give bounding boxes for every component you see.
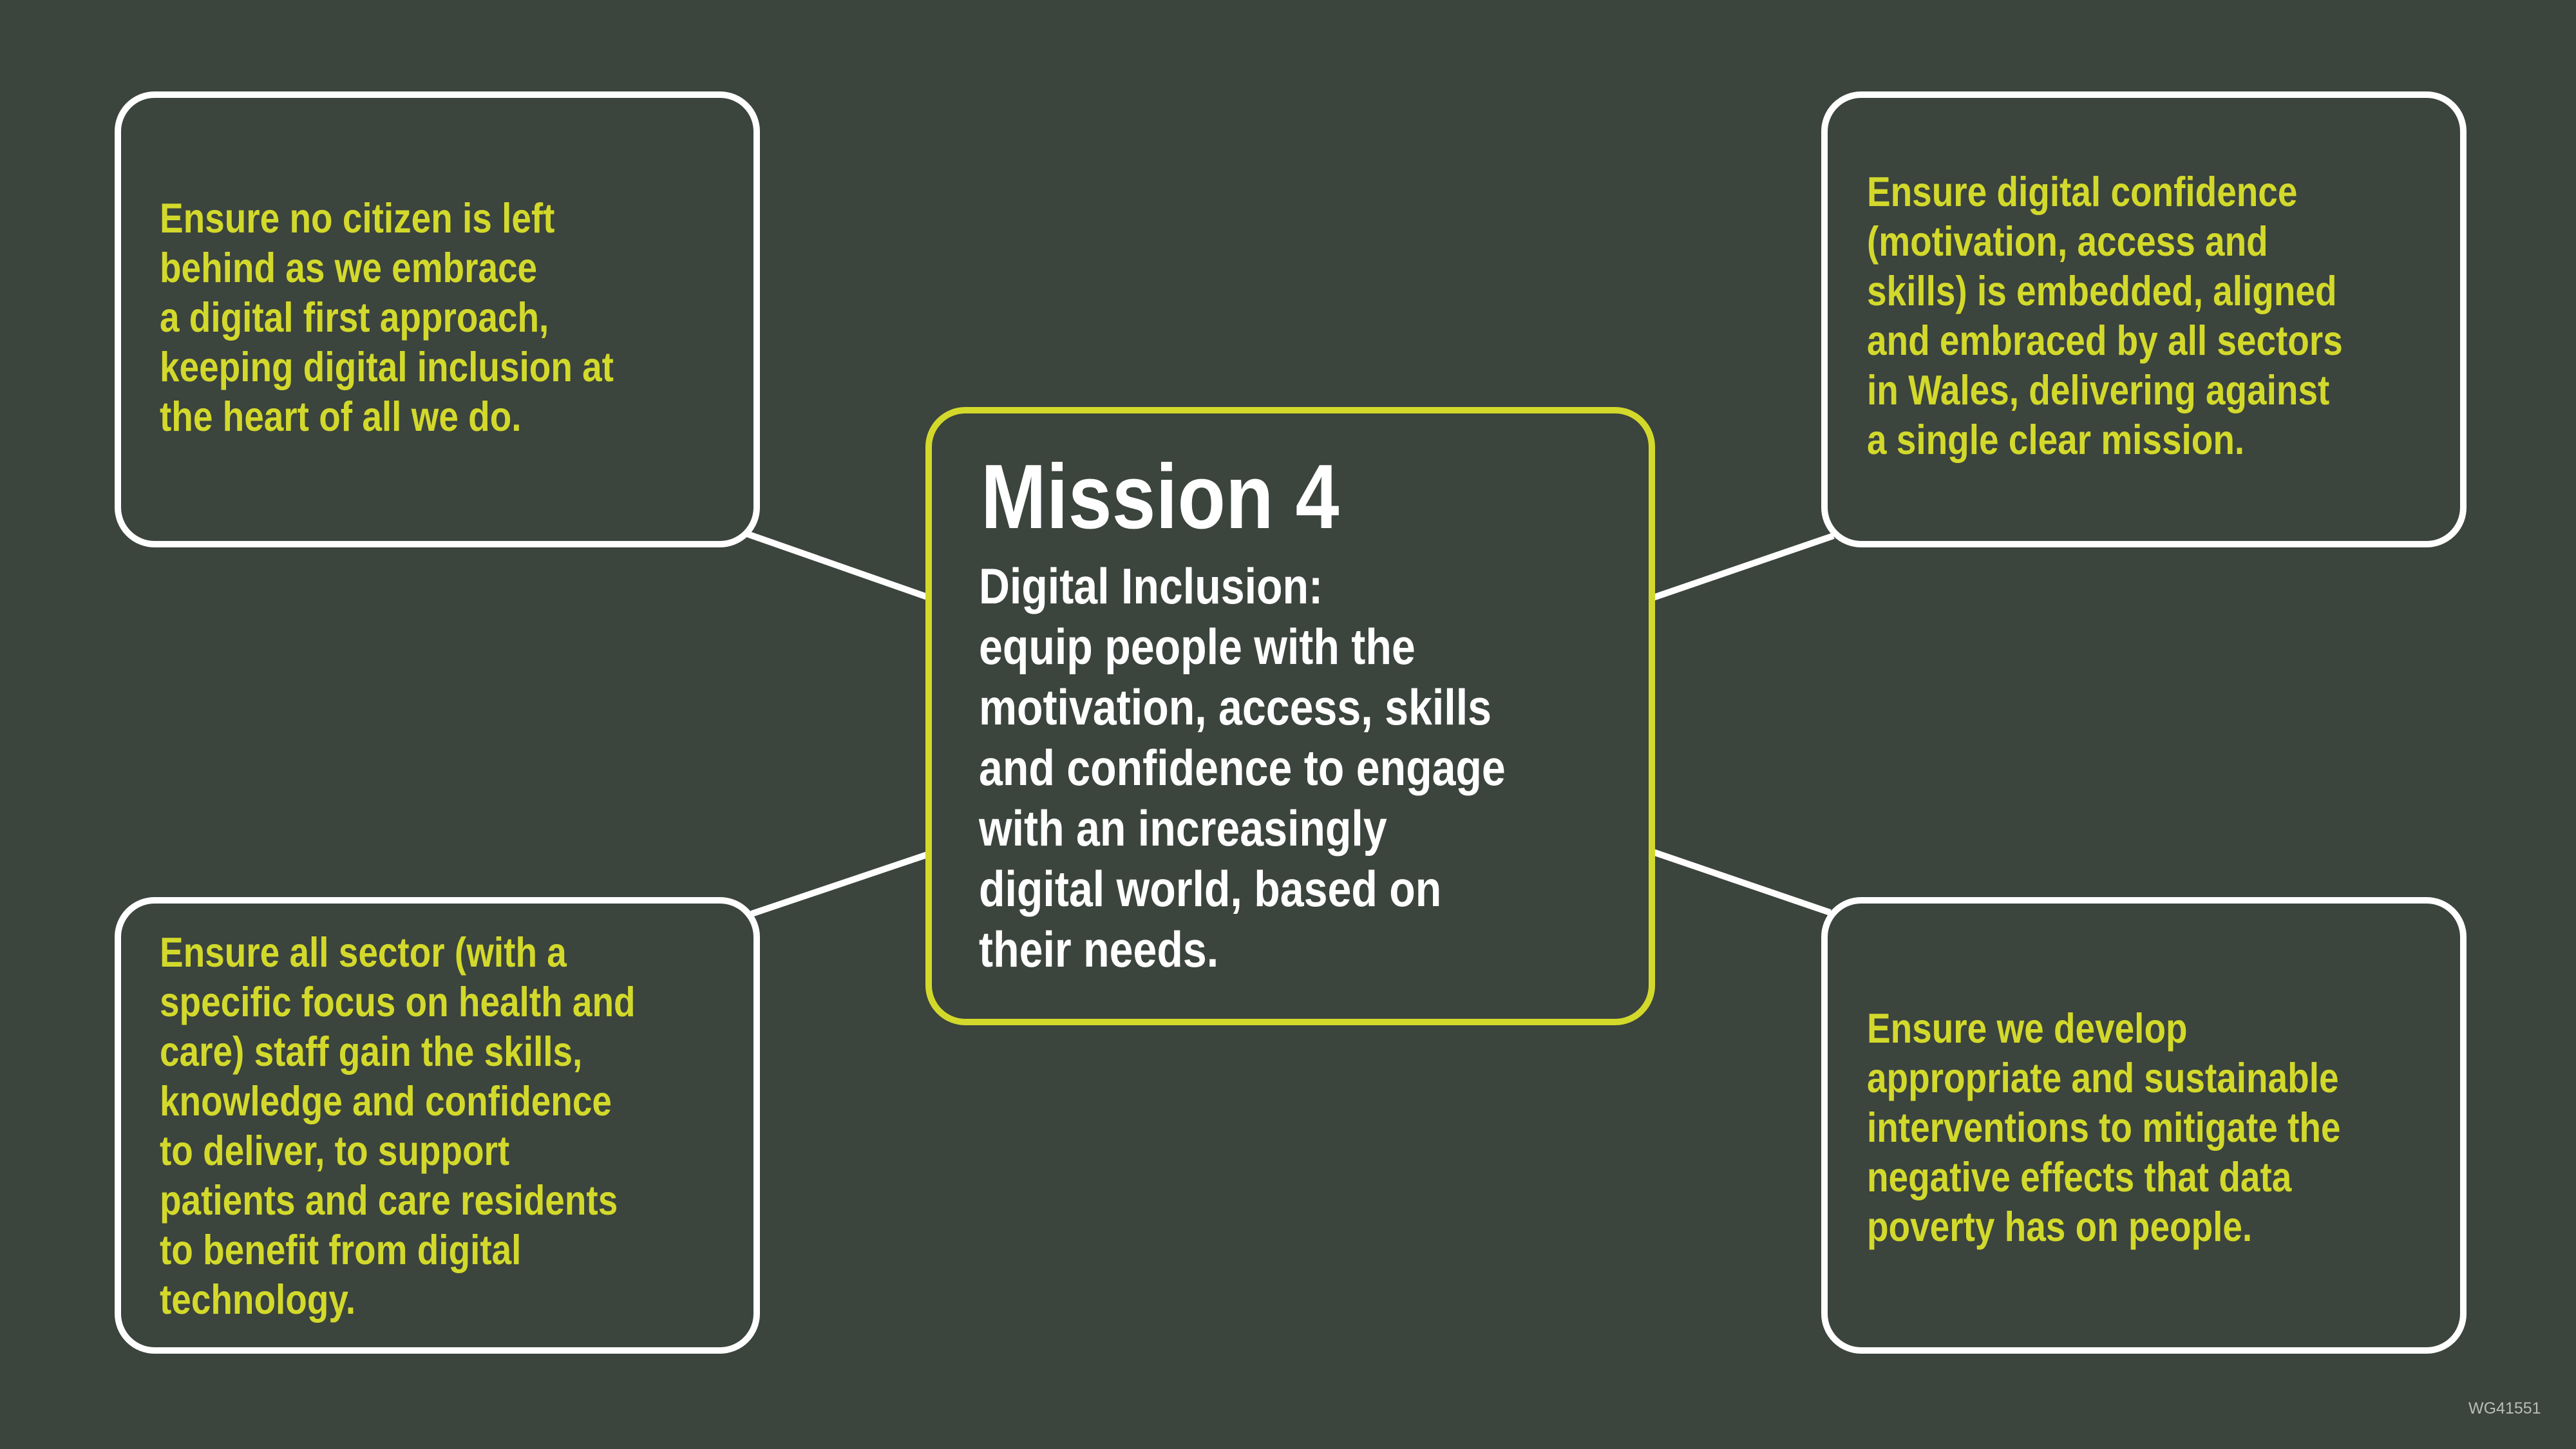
mission-description: Digital Inclusion: equip people with the… (979, 558, 1506, 978)
connector-top-right (1652, 533, 1835, 601)
reference-code: WG41551 (2468, 1399, 2541, 1417)
goal-text-bottom-left: Ensure all sector (with a specific focus… (160, 929, 636, 1323)
connector-bottom-right (1652, 849, 1832, 916)
goal-text-bottom-right: Ensure we develop appropriate and sustai… (1867, 1005, 2341, 1250)
goal-box-bottom-right (1821, 897, 2467, 1354)
goal-box-bottom-left (115, 897, 760, 1354)
connector-bottom-left (750, 851, 929, 917)
goal-text-top-left: Ensure no citizen is left behind as we e… (160, 194, 614, 440)
goal-box-top-right (1821, 91, 2467, 547)
mission-title: Mission 4 (981, 446, 1340, 548)
connector-top-left (746, 531, 929, 600)
goal-box-top-left (115, 91, 760, 547)
mission-box (925, 407, 1655, 1025)
goal-text-top-right: Ensure digital confidence (motivation, a… (1867, 168, 2343, 463)
